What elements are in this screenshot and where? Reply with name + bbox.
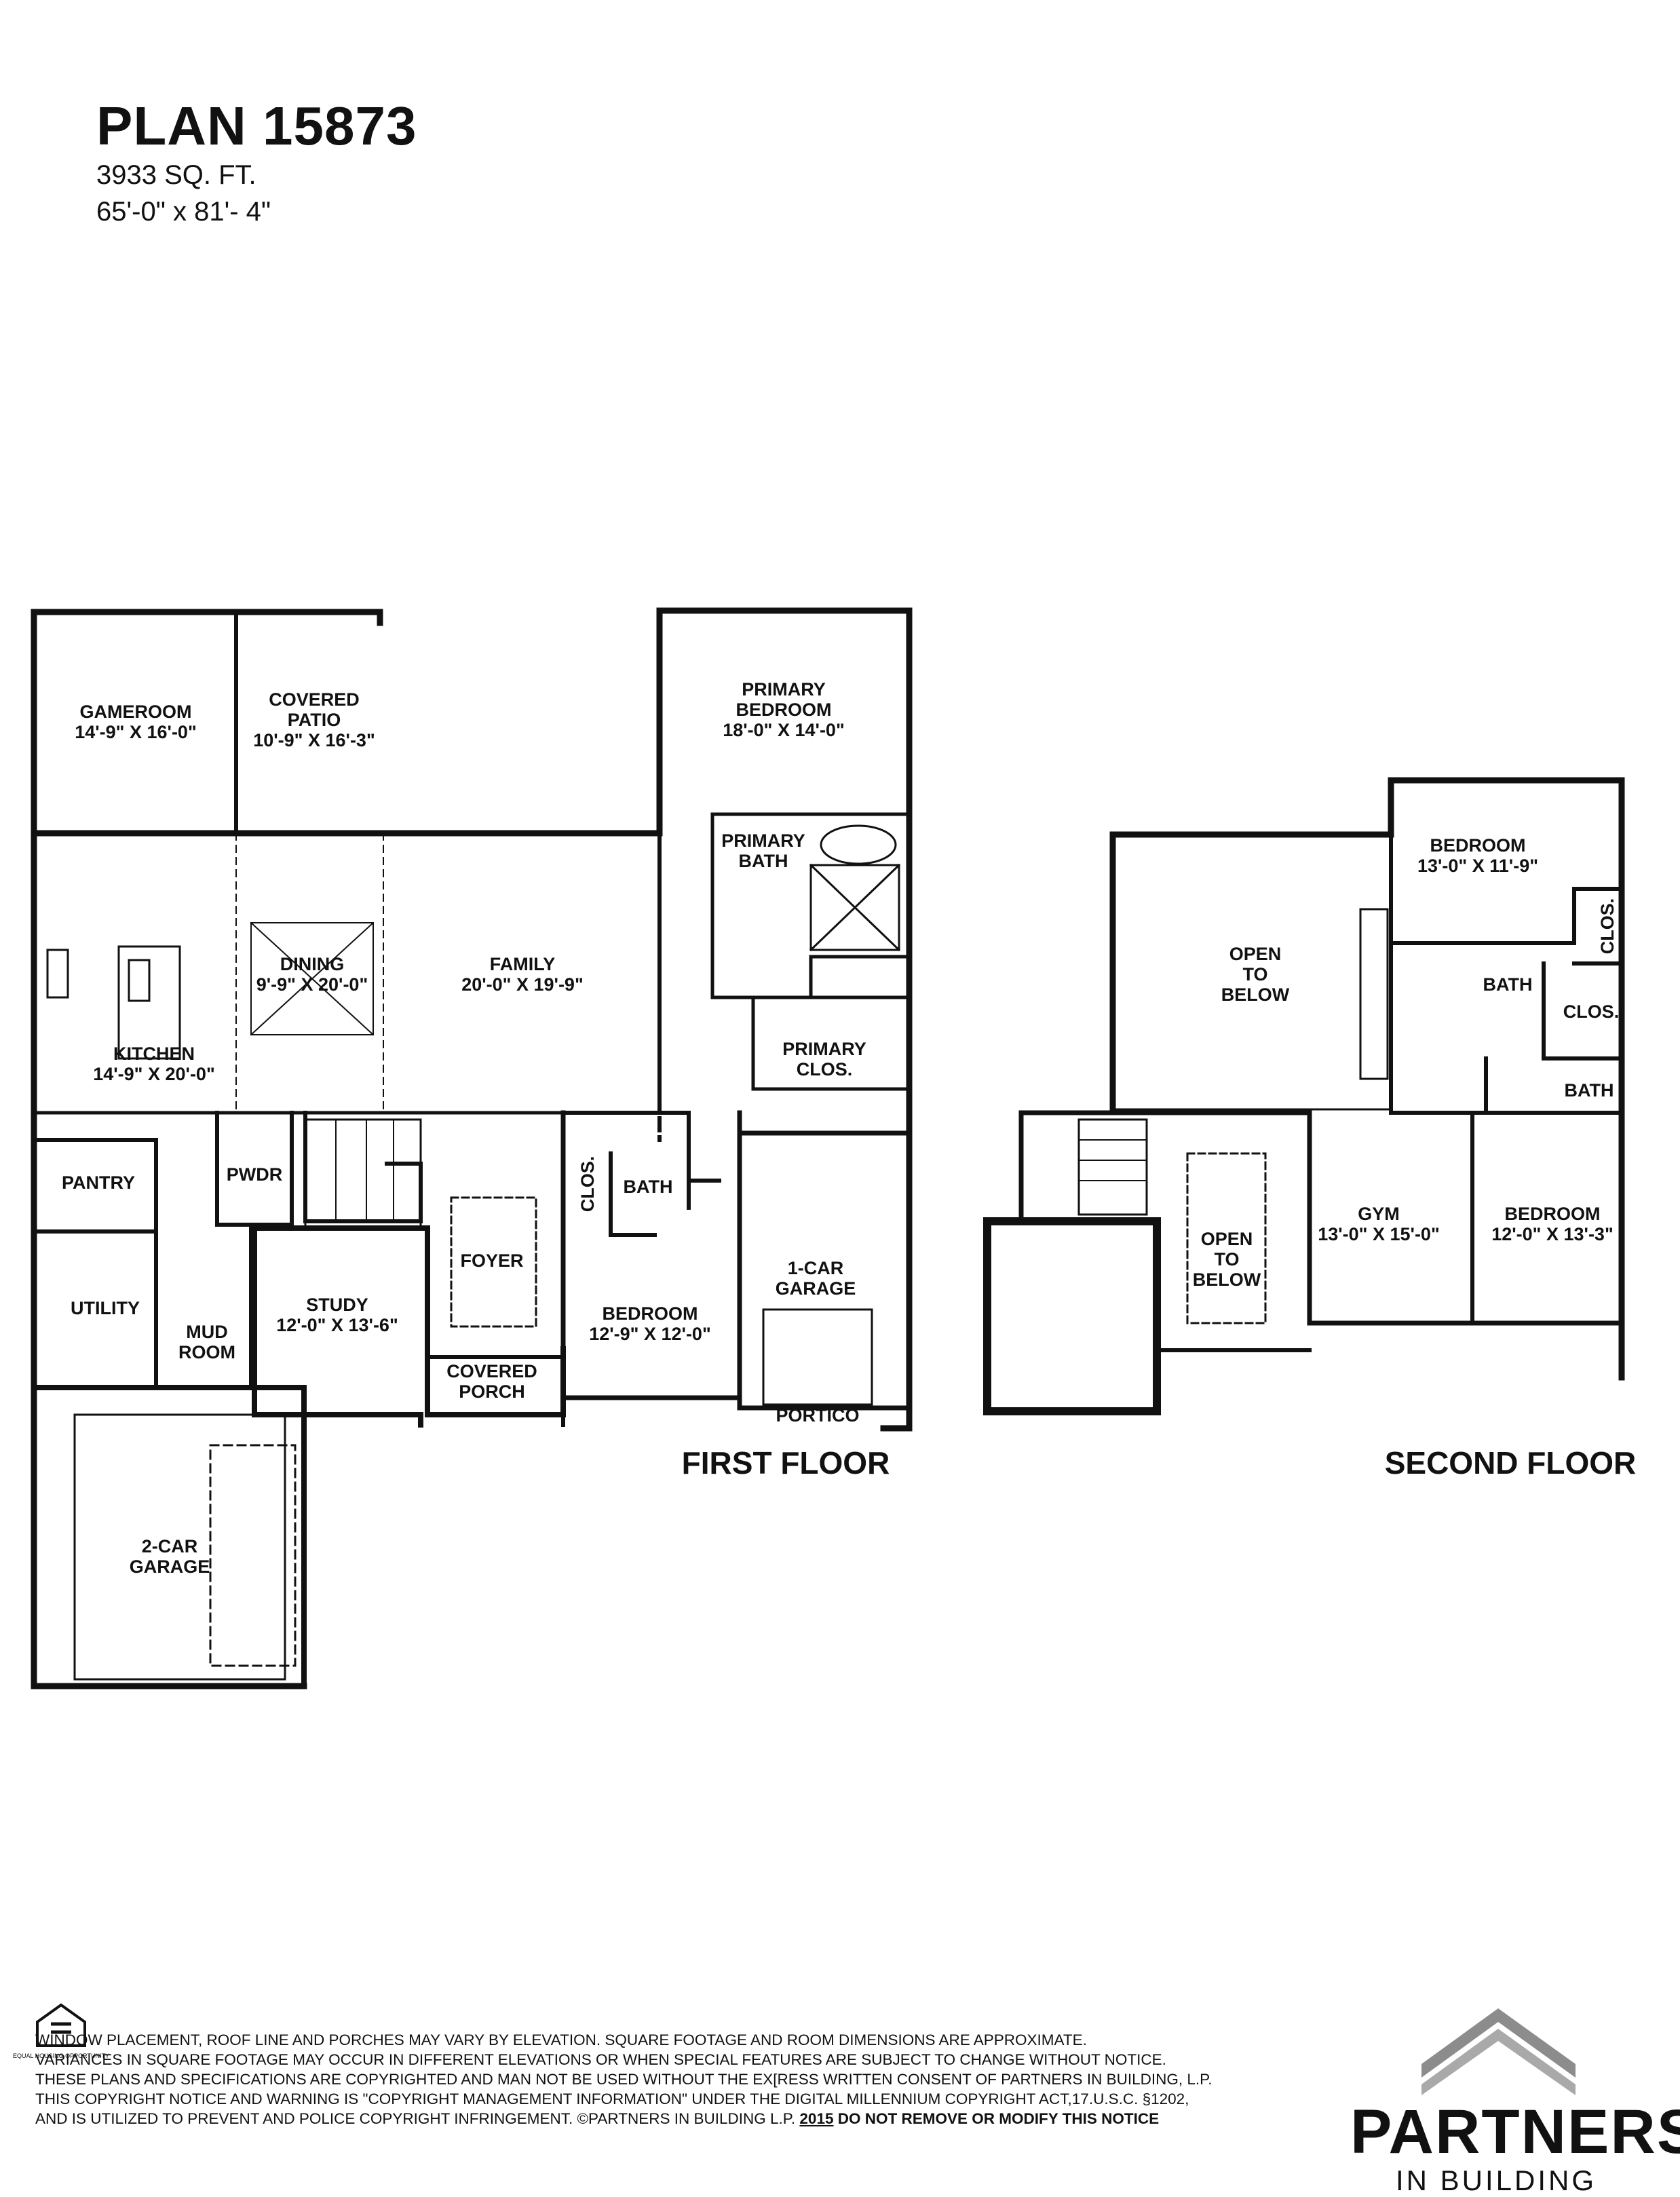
partners-logo-icon	[1421, 2008, 1576, 2095]
plan-title: PLAN 15873	[96, 96, 417, 156]
room-clos: CLOS.	[577, 1156, 598, 1212]
room-pwdr: PWDR	[227, 1164, 283, 1185]
room-pantry: PANTRY	[62, 1172, 135, 1193]
room-foyer: FOYER	[460, 1250, 523, 1271]
first-floor-walls	[31, 607, 913, 1689]
brand-tagline: IN BUILDING	[1395, 2164, 1597, 2196]
equal-housing-icon	[36, 2003, 86, 2047]
do-not-remove-notice: DO NOT REMOVE OR MODIFY THIS NOTICE	[837, 2110, 1160, 2127]
copyright-year: 2015	[799, 2110, 834, 2127]
disclaimer-line: WINDOW PLACEMENT, ROOF LINE AND PORCHES …	[35, 2031, 1087, 2048]
plan-sqft: 3933 SQ. FT.	[96, 160, 256, 190]
room-bath-upper-a: BATH	[1483, 974, 1533, 995]
plan-dimensions: 65'-0" x 81'- 4"	[96, 197, 271, 227]
room-portico: PORTICO	[776, 1405, 859, 1426]
copyright-disclaimer: WINDOW PLACEMENT, ROOF LINE AND PORCHES …	[35, 2030, 1338, 2128]
room-utility: UTILITY	[71, 1298, 140, 1318]
disclaimer-line: THESE PLANS AND SPECIFICATIONS ARE COPYR…	[35, 2071, 1213, 2088]
disclaimer-last-text: AND IS UTILIZED TO PREVENT AND POLICE CO…	[35, 2110, 796, 2127]
disclaimer-line: VARIANCES IN SQUARE FOOTAGE MAY OCCUR IN…	[35, 2051, 1166, 2068]
room-clos-upper-b: CLOS.	[1563, 1001, 1620, 1022]
disclaimer-line: THIS COPYRIGHT NOTICE AND WARNING IS "CO…	[35, 2090, 1189, 2107]
dining-ceiling	[235, 833, 384, 1113]
primary-tub	[809, 824, 901, 952]
equal-housing-text: EQUAL HOUSING OPPORTUNITY	[13, 2052, 109, 2059]
first-floor-label: FIRST FLOOR	[682, 1445, 890, 1480]
brand-name: PARTNERS	[1350, 2097, 1680, 2166]
room-bath-upper-b: BATH	[1565, 1080, 1614, 1101]
disclaimer-line-last: AND IS UTILIZED TO PREVENT AND POLICE CO…	[35, 2109, 1338, 2128]
second-floor-label: SECOND FLOOR	[1385, 1445, 1637, 1480]
second-floor-walls	[983, 777, 1625, 1415]
room-bath: BATH	[624, 1177, 673, 1197]
kitchen-island	[46, 945, 181, 1060]
room-clos-upper-a: CLOS.	[1597, 898, 1618, 955]
